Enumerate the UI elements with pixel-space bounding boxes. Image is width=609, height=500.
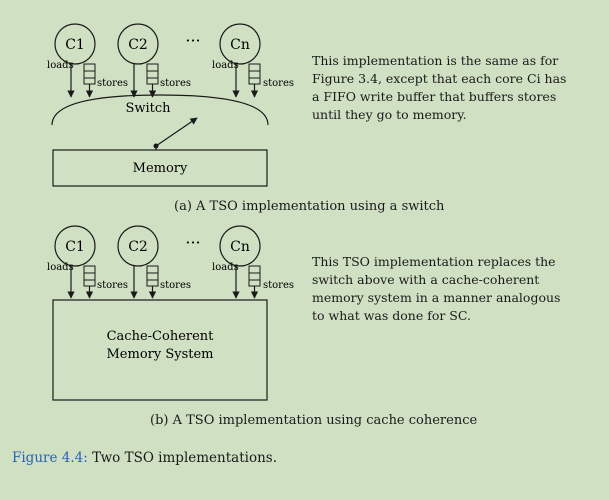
- coherent-memory-box: [52, 299, 268, 401]
- write-buffer: [83, 265, 96, 287]
- caption-a: (a) A TSO implementation using a switch: [174, 199, 445, 214]
- description-line: a FIFO write buffer that buffers stores: [312, 89, 557, 104]
- stores-label: stores: [263, 78, 294, 89]
- switch-lever: [155, 117, 198, 147]
- stores-label: stores: [97, 280, 128, 291]
- core-c2-a: C2: [117, 23, 159, 65]
- description-line: Figure 3.4, except that each core Ci has: [312, 71, 567, 86]
- stores-label: stores: [97, 78, 128, 89]
- part-a: C1 C2 ··· Cn loads stores stores l: [47, 23, 294, 187]
- description-b: This TSO implementation replaces the swi…: [312, 253, 560, 325]
- description-line: until they go to memory.: [312, 107, 467, 122]
- description-a: This implementation is the same as for F…: [312, 52, 566, 124]
- figure-text: Two TSO implementations.: [87, 450, 277, 466]
- write-buffer: [146, 63, 159, 85]
- part-b: C1 C2 ··· Cn loads stores stores loads s…: [47, 225, 294, 401]
- core-cn-b: Cn: [219, 225, 261, 267]
- write-buffer: [83, 63, 96, 85]
- core-label: Cn: [230, 239, 250, 255]
- core-c1-a: C1: [54, 23, 96, 65]
- memory-label-line1: Cache-Coherent: [107, 329, 215, 344]
- ellipsis: ···: [185, 233, 200, 252]
- core-label: C2: [128, 37, 148, 53]
- loads-label: loads: [212, 60, 239, 71]
- ellipsis: ···: [185, 31, 200, 50]
- description-line: This implementation is the same as for: [312, 53, 559, 68]
- loads-label: loads: [47, 262, 74, 273]
- core-label: C1: [65, 37, 85, 53]
- stores-label: stores: [160, 280, 191, 291]
- write-buffer: [248, 63, 261, 85]
- write-buffer: [146, 265, 159, 287]
- core-cn-a: Cn: [219, 23, 261, 65]
- core-c1-b: C1: [54, 225, 96, 267]
- loads-label: loads: [47, 60, 74, 71]
- memory-label-line2: Memory System: [106, 347, 213, 362]
- memory-box: [52, 149, 268, 187]
- core-label: C2: [128, 239, 148, 255]
- figure-label: Figure 4.4:: [12, 450, 88, 466]
- core-label: C1: [65, 239, 85, 255]
- core-label: Cn: [230, 37, 250, 53]
- loads-label: loads: [212, 262, 239, 273]
- description-line: memory system in a manner analogous: [312, 290, 561, 305]
- description-line: to what was done for SC.: [312, 308, 471, 323]
- description-line: switch above with a cache-coherent: [312, 272, 540, 287]
- stores-label: stores: [263, 280, 294, 291]
- stores-label: stores: [160, 78, 191, 89]
- memory-label: Memory: [133, 161, 188, 176]
- switch-arc: [51, 94, 269, 126]
- figure-caption: Figure 4.4: Two TSO implementations.: [12, 450, 277, 466]
- write-buffer: [248, 265, 261, 287]
- core-c2-b: C2: [117, 225, 159, 267]
- switch-label: Switch: [125, 101, 171, 116]
- caption-b: (b) A TSO implementation using cache coh…: [150, 413, 478, 428]
- description-line: This TSO implementation replaces the: [312, 254, 556, 269]
